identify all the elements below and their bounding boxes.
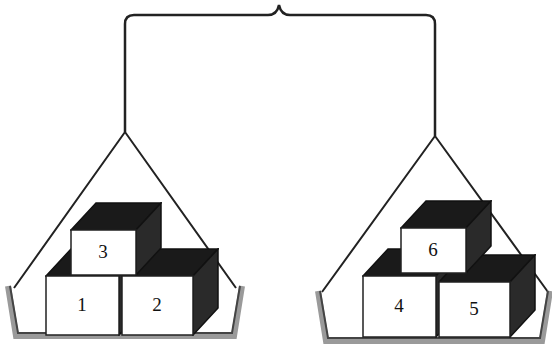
cube-face: [46, 276, 119, 335]
cube-outline: [400, 200, 492, 274]
cube-number: 6: [428, 239, 438, 261]
cube-number: 2: [152, 294, 162, 316]
cube-outline: [70, 202, 162, 276]
cube-number: 1: [77, 294, 87, 316]
cube-front: 6: [401, 228, 465, 272]
cube-face: [193, 249, 218, 335]
cube-front: 4: [363, 276, 435, 336]
cube-number: 4: [394, 295, 404, 317]
cube-face: [510, 255, 535, 337]
cube-face: [71, 230, 136, 275]
cube-front: 5: [439, 282, 509, 336]
cube-front: 3: [71, 230, 135, 274]
numbered-cube: 6: [400, 200, 492, 274]
cube-front: 1: [46, 276, 118, 334]
cube-face: [363, 276, 436, 337]
cube-face: [401, 228, 466, 273]
cube-front: 2: [122, 276, 192, 334]
pan-string: [322, 136, 548, 292]
cube-number: 3: [98, 241, 108, 263]
cube-number: 5: [469, 298, 479, 320]
cube-face: [122, 276, 193, 335]
cube-face: [439, 282, 510, 337]
cube-face: [46, 249, 144, 276]
cube-face: [363, 249, 461, 276]
numbered-cube: 3: [70, 202, 162, 276]
scale-beam: [125, 5, 435, 136]
